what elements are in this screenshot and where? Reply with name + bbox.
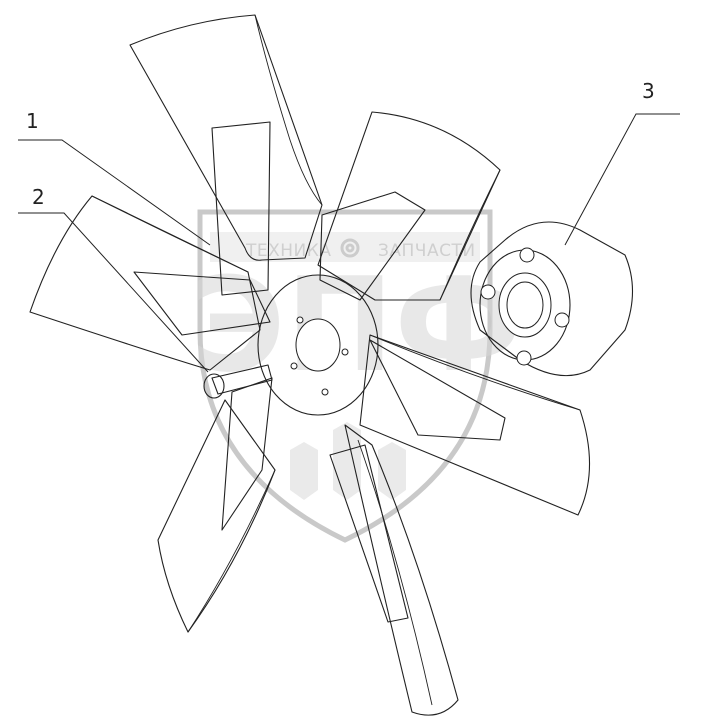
hub-bolt-hole-3 — [321, 388, 329, 396]
watermark-gear-icon — [340, 238, 360, 258]
bolt-head — [203, 373, 225, 399]
watermark-band — [210, 232, 480, 262]
blade-bottom-left — [157, 399, 276, 633]
blade-brackets — [133, 121, 506, 623]
hub-bolt-hole-4 — [290, 362, 298, 370]
blade-top-right — [317, 111, 501, 301]
callout-2-number: 2 — [32, 185, 45, 209]
hub-center-hole — [295, 318, 341, 372]
spacer-hole-top — [519, 247, 535, 263]
blade-top-left-fold — [254, 14, 323, 206]
hub-plate — [257, 274, 379, 416]
watermark-shield — [197, 209, 493, 543]
fan-blades — [29, 14, 591, 716]
bracket-top-right — [319, 191, 426, 301]
hub-bolt-hole-1 — [296, 316, 304, 324]
callout-1-number: 1 — [26, 109, 39, 133]
blade-right — [359, 334, 591, 516]
spacer-bore-inner — [506, 281, 544, 329]
bracket-top — [211, 121, 271, 296]
hub-spacer — [470, 221, 633, 377]
bolt — [203, 364, 273, 399]
callout-2: 2 — [18, 185, 209, 373]
blade-bottom-fold — [357, 439, 433, 706]
callout-2-leader — [18, 212, 209, 373]
blade-top-right-fold — [439, 169, 501, 301]
callout-1: 1 — [18, 109, 211, 246]
bracket-left — [133, 271, 271, 336]
watermark-left-word: ТЕХНИКА — [245, 241, 331, 261]
watermark-logo: ЭПФ — [190, 249, 523, 401]
callout-1-leader — [18, 139, 211, 246]
callout-3-number: 3 — [642, 79, 655, 103]
blade-bottom — [344, 424, 459, 716]
bolt-shank — [211, 364, 273, 395]
spacer-hole-left — [480, 284, 496, 300]
blade-left-fold — [91, 195, 249, 273]
blade-right-fold — [369, 334, 581, 411]
blade-bottom-left-fold — [187, 469, 276, 633]
watermark-wheat-icon — [290, 422, 406, 500]
hub-bolt-hole-2 — [341, 348, 349, 356]
spacer-hole-bottom — [516, 350, 532, 366]
bracket-bottom — [329, 444, 409, 623]
hub-plate-outline — [257, 274, 379, 416]
bracket-bottom-left — [221, 377, 273, 531]
spacer-body — [470, 221, 633, 377]
blade-left — [29, 195, 261, 371]
callout-3: 3 — [564, 79, 680, 246]
callout-3-leader — [564, 113, 680, 246]
spacer-hole-right — [554, 312, 570, 328]
watermark: ТЕХНИКА ЗАПЧАСТИ ЭПФ — [190, 209, 523, 543]
bracket-right — [369, 339, 506, 441]
watermark-right-word: ЗАПЧАСТИ — [378, 241, 476, 261]
